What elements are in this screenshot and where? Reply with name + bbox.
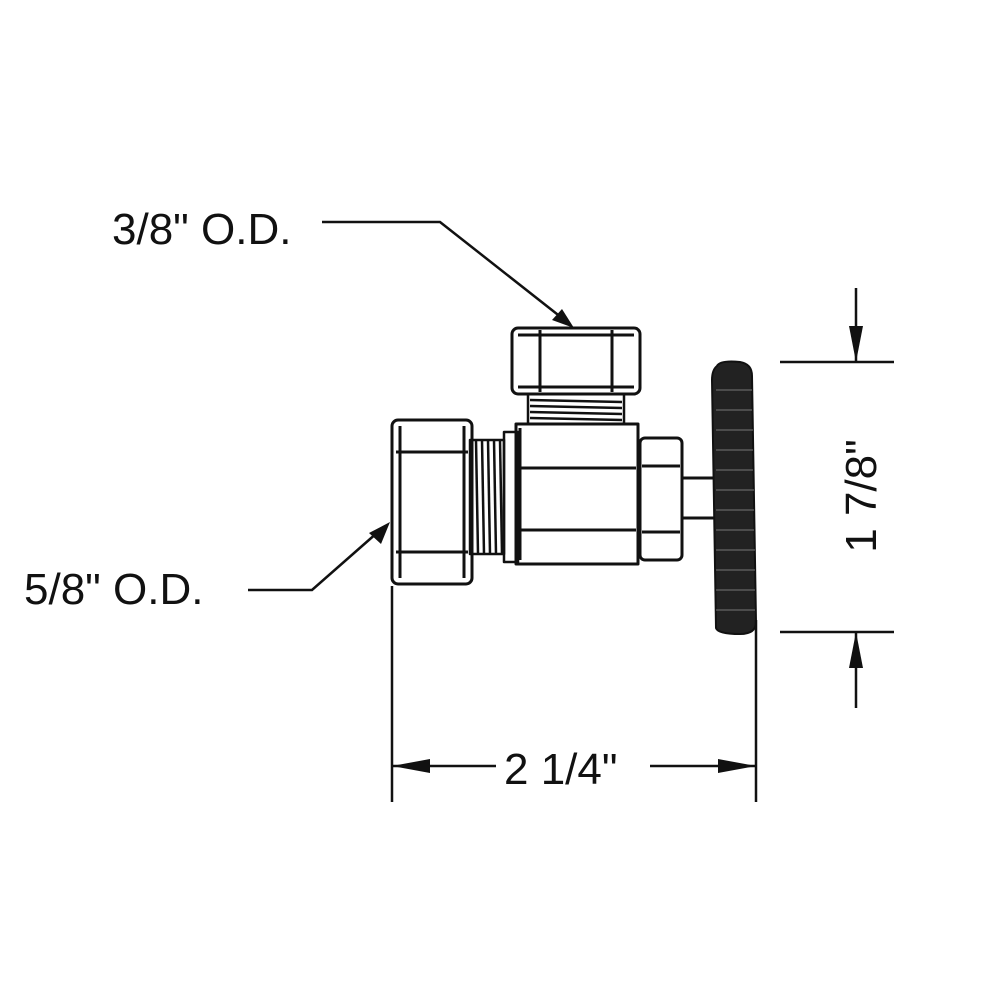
inlet-nut [390,418,474,586]
outlet-nut [510,326,642,396]
handle [710,360,758,636]
leader-top [322,220,563,319]
arrow-height-top [849,326,863,362]
leader-left [248,531,379,592]
label-outlet-od: 3/8" O.D. [112,205,292,254]
label-overall-width: 2 1/4" [498,748,624,792]
packing-nut [638,436,684,562]
valve-stem [680,476,720,520]
label-overall-height: 1 7/8" [837,433,886,559]
valve-body [514,422,640,566]
arrow-width-left [392,759,430,773]
arrow-left [369,522,390,544]
inlet-thread [468,430,520,564]
label-inlet-od: 5/8" O.D. [24,565,204,614]
arrow-width-right [718,759,756,773]
outlet-thread [526,392,626,426]
arrow-height-bottom [849,632,863,668]
arrow-top [552,309,574,328]
